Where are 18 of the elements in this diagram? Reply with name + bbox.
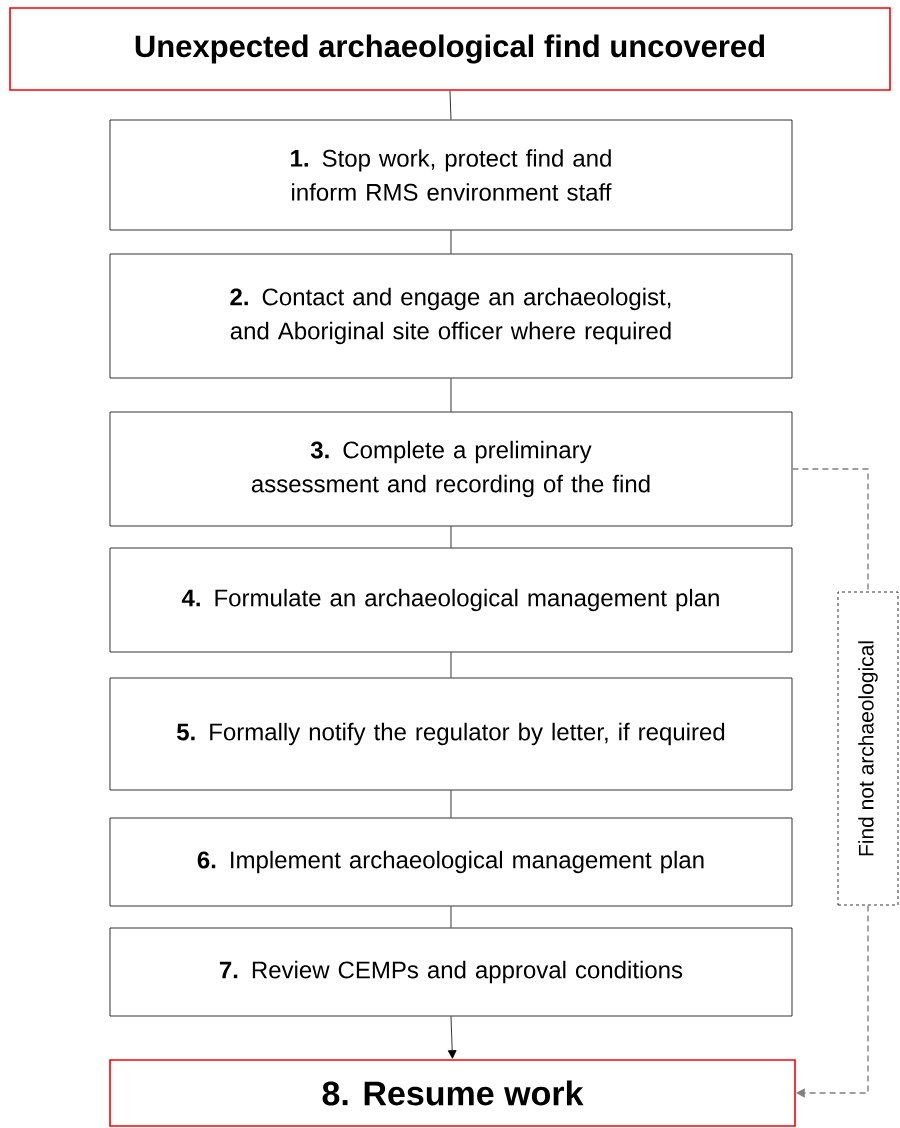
connector-line [450,230,452,254]
process-box: 7. Review CEMPs and approval conditions [109,927,793,1017]
process-box: 3. Complete a preliminary assessment and recording of the find [109,411,793,527]
connector-line [449,90,452,120]
process-box: 5. Formally notify the regulator by letter, if required [109,677,793,791]
process-box: 4. Formulate an archaeological management plan [109,547,793,653]
connector-line [450,906,452,928]
end-box: 8. Resume work [109,1059,796,1127]
arrow [447,1016,457,1059]
process-box: 2. Contact and engage an archaeologist, and Aboriginal site officer where required [109,253,793,379]
connector-line [450,378,452,412]
connector-line [450,790,452,818]
connector-line [450,526,452,548]
note-box: Find not archaeological [837,591,899,906]
title-box: Unexpected archaeological find uncovered [9,7,891,91]
process-box: 6. Implement archaeological management plan [109,817,793,907]
process-box: 1. Stop work, protect find and inform RMS environment staff [109,119,793,231]
connector-line [450,652,452,678]
